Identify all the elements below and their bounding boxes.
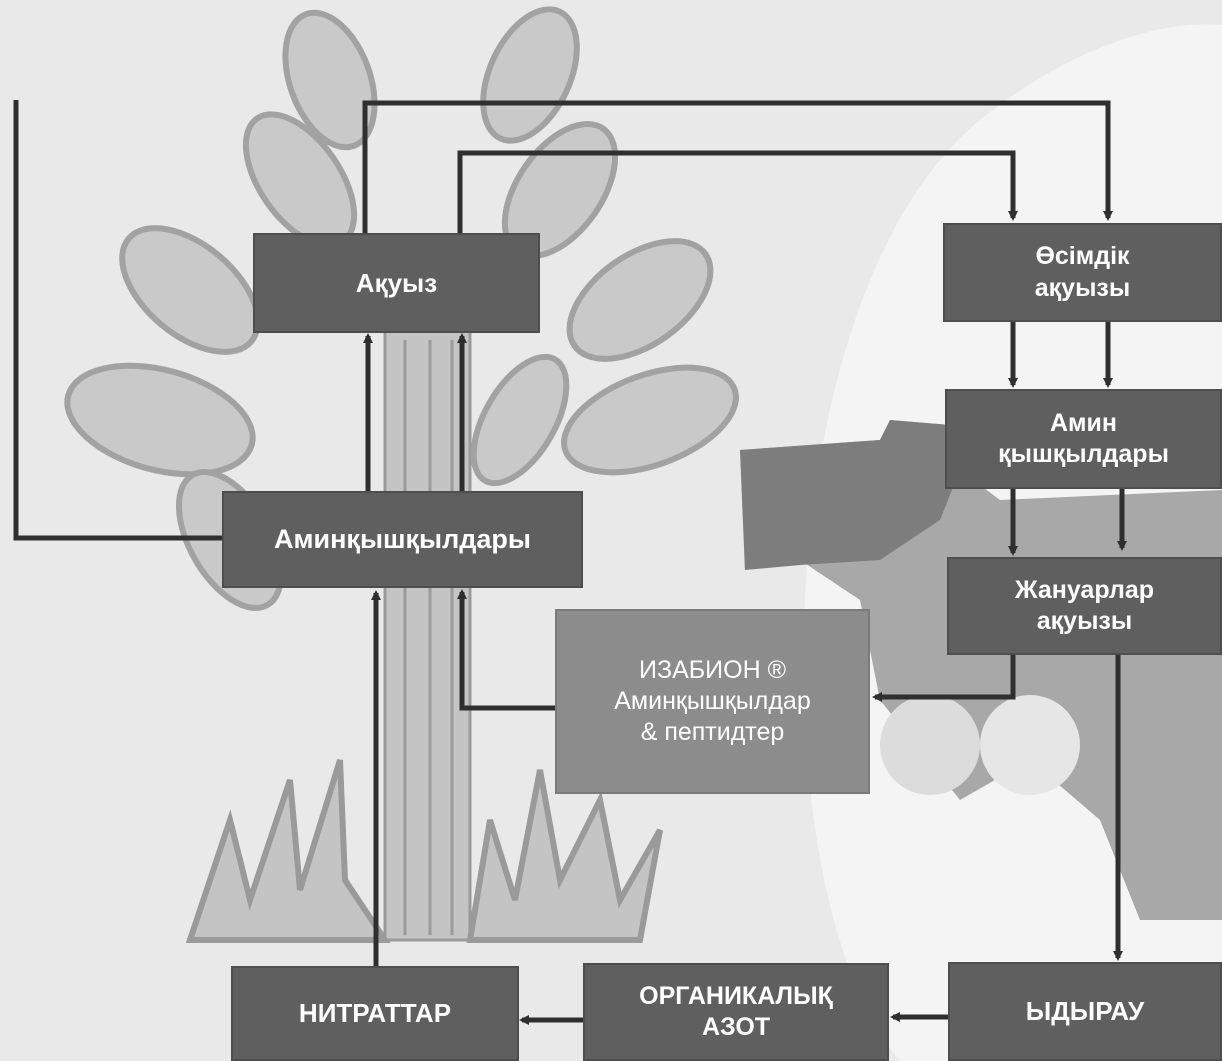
leaf-icon [470, 353, 570, 487]
ydyrau-label: ЫДЫРАУ [1025, 996, 1145, 1027]
nitrattar-box: НИТРАТТАР [231, 966, 519, 1061]
leaf-icon [561, 364, 739, 476]
osimdik-akuyzy-line2: ақуызы [1034, 273, 1131, 302]
organikalyk-azot-box: ОРГАНИКАЛЫҚ АЗОТ [583, 963, 889, 1061]
amin-kyshkyldary-box: Амин қышқылдары [945, 389, 1222, 489]
organikalyk-azot-line1: ОРГАНИКАЛЫҚ [639, 981, 833, 1010]
izabion-line3: & пептидтер [640, 718, 785, 747]
tree-silhouette [383, 328, 472, 942]
izabion-box: ИЗАБИОН ® Аминқышқылдар & пептидтер [555, 609, 870, 794]
leaf-icon [282, 9, 378, 151]
leaf-icon [566, 238, 714, 362]
zhanuarlar-akuyzy-line1: Жануарлар [1014, 575, 1155, 604]
izabion-line2: Аминқышқылдар [614, 686, 811, 715]
osimdik-akuyzy-line1: Өсімдік [1035, 242, 1130, 271]
akuyz-label: Ақуыз [355, 267, 438, 298]
amin-kyshkyldary-line1: Амин [1049, 408, 1118, 437]
akuyz-box: Ақуыз [253, 233, 540, 333]
leaf-icon [64, 362, 256, 478]
ydyrau-box: ЫДЫРАУ [948, 962, 1222, 1061]
zhanuarlar-akuyzy-box: Жануарлар ақуызы [947, 557, 1222, 655]
osimdik-akuyzy-box: Өсімдік ақуызы [943, 223, 1222, 322]
grass-silhouette [185, 759, 663, 943]
amin-kyshkyldary-line2: қышқылдары [998, 440, 1169, 468]
aminkyshkyldary-label: Аминқышқылдары [274, 523, 531, 554]
zhanuarlar-akuyzy-line2: ақуызы [1036, 607, 1133, 635]
izabion-line1: ИЗАБИОН ® [639, 655, 786, 684]
aminkyshkyldary-box: Аминқышқылдары [222, 491, 583, 588]
nitrattar-label: НИТРАТТАР [298, 998, 452, 1029]
organikalyk-azot-line2: АЗОТ [701, 1013, 771, 1041]
